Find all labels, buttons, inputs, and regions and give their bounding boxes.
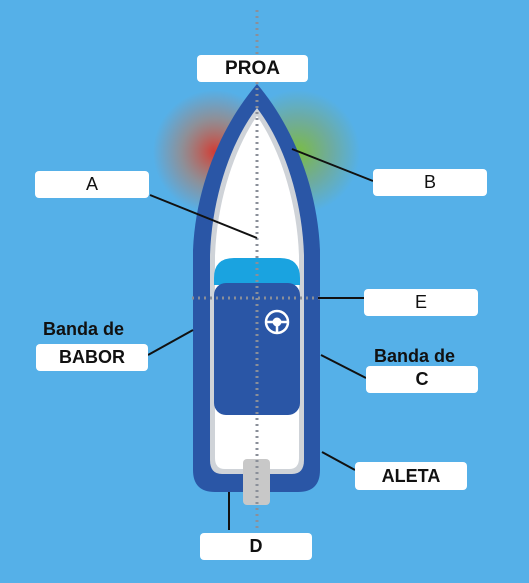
outboard-motor [243,459,270,505]
label-b: B [373,169,487,196]
leader-b [291,148,374,182]
leader-a [149,194,258,239]
leader-c [320,354,367,379]
steering-wheel-icon [264,309,290,335]
label-banda-de-left: Banda de [43,319,125,339]
label-aleta: ALETA [355,462,467,490]
label-c: C [366,366,478,393]
leader-aleta [321,451,356,471]
label-d: D [200,533,312,560]
label-banda-de-right: Banda de [374,346,456,366]
leader-babor [147,329,194,356]
cabin [214,283,300,415]
label-a: A [35,171,149,198]
label-babor: BABOR [36,344,148,371]
label-proa: PROA [197,55,308,82]
windshield [214,258,300,285]
label-e: E [364,289,478,316]
